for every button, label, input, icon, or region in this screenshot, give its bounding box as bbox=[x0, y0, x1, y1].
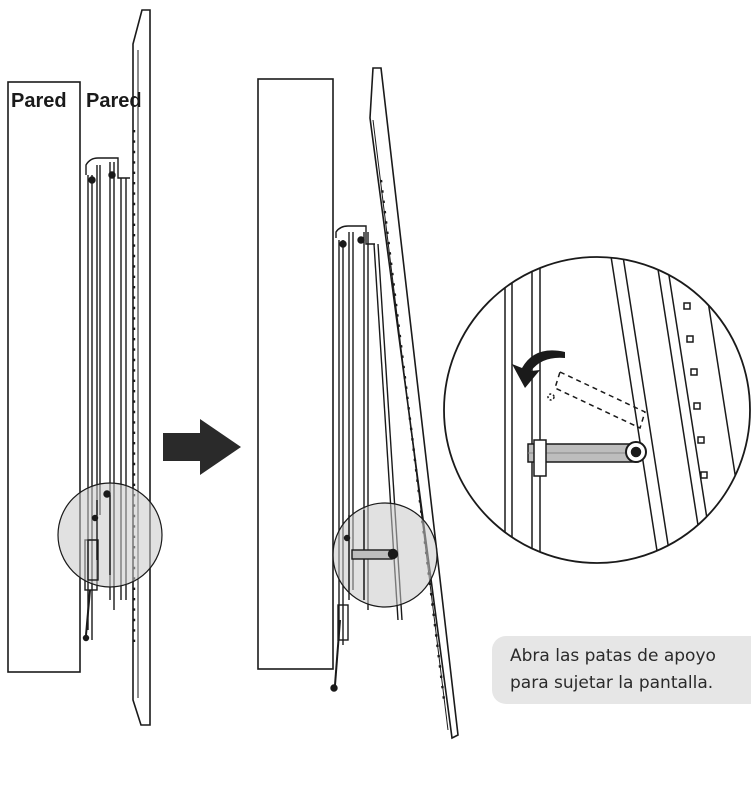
scene-before bbox=[7, 9, 163, 726]
right-arrow-icon bbox=[163, 419, 241, 475]
wall-left-scene bbox=[7, 81, 81, 673]
panel-holes-right bbox=[379, 179, 446, 701]
caption-line-1: Abra las patas de apoyo bbox=[510, 646, 716, 666]
display-panel-left bbox=[132, 9, 151, 726]
caption-line-2: para sujetar la pantalla. bbox=[510, 673, 714, 693]
scene-after bbox=[257, 67, 459, 740]
zoom-detail bbox=[443, 256, 751, 564]
wall-label-right: Pared bbox=[86, 90, 142, 112]
bracket-right bbox=[330, 225, 403, 692]
curved-arrow-icon bbox=[512, 350, 565, 388]
display-panel-right bbox=[369, 67, 459, 740]
instruction-caption: Abra las patas de apoyo para sujetar la … bbox=[492, 636, 751, 704]
wall-label-left: Pared bbox=[11, 90, 67, 112]
wall-right-scene bbox=[257, 78, 334, 670]
